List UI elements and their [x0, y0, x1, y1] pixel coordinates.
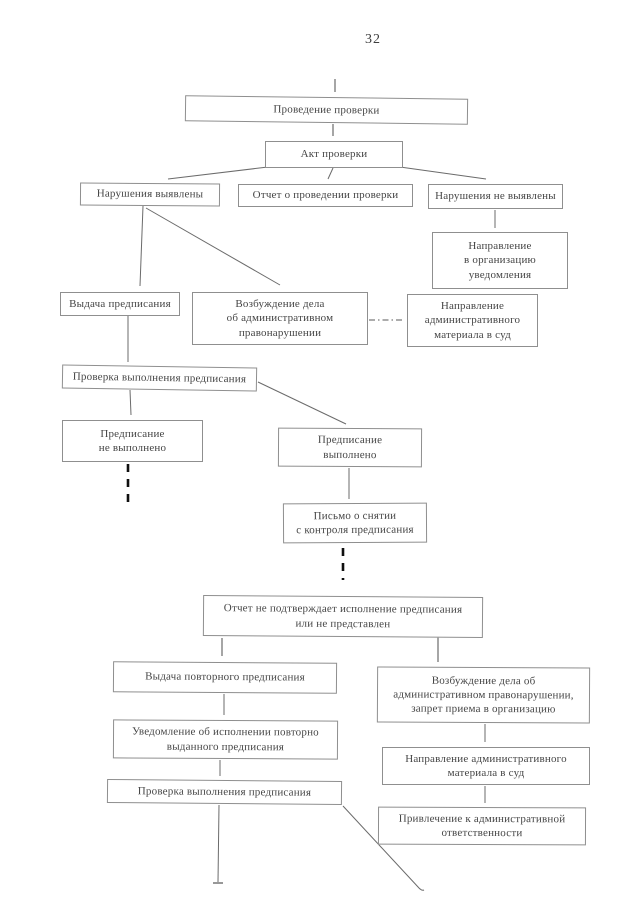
- node-narusheniya-ne-vyyavleny: Нарушения не выявлены: [428, 184, 563, 209]
- connector: [257, 381, 347, 425]
- node-predpisanie-ne-vypolneno: Предписание не выполнено: [62, 420, 203, 462]
- connector: [399, 166, 487, 180]
- node-narusheniya-vyyavleny: Нарушения выявлены: [79, 182, 221, 207]
- node-vydacha-predpisaniya: Выдача предписания: [60, 292, 180, 316]
- node-pismo-o-snyatii: Письмо о снятии с контроля предписания: [282, 502, 428, 544]
- connector: [167, 166, 269, 180]
- node-proverka-vypolneniya-2: Проверка выполнения предписания: [106, 778, 343, 806]
- node-predpisanie-vypolneno: Предписание выполнено: [277, 427, 423, 468]
- node-vozbuzhdenie-dela-zapret: Возбуждение дела об административном пра…: [376, 666, 591, 724]
- connector: [145, 207, 281, 286]
- node-akt-proverki: Акт проверки: [265, 141, 403, 168]
- connector: [217, 804, 220, 883]
- node-napravlenie-materiala-v-sud-2: Направление административного материала …: [382, 747, 590, 785]
- node-vozbuzhdenie-dela: Возбуждение дела об административном пра…: [192, 292, 368, 345]
- node-napravlenie-materiala-v-sud: Направление административного материала …: [407, 294, 538, 347]
- node-privlechenie-k-otvetstvennosti: Привлечение к административной ответстве…: [377, 806, 587, 846]
- node-otchet-o-provedenii-proverki: Отчет о проведении проверки: [238, 184, 413, 207]
- connector: [342, 805, 425, 891]
- node-otchet-ne-podtverzhdaet: Отчет не подтверждает исполнение предпис…: [202, 595, 484, 638]
- connector: [139, 205, 144, 287]
- node-proverka-vypolneniya-1: Проверка выполнения предписания: [61, 364, 258, 392]
- node-provedenie-proverki: Проведение проверки: [184, 95, 469, 125]
- node-vydacha-povtornogo: Выдача повторного предписания: [112, 661, 338, 694]
- page-number: 32: [365, 32, 381, 47]
- node-napravlenie-uvedomleniya: Направление в организацию уведомления: [432, 232, 568, 289]
- connector: [327, 167, 334, 180]
- node-uvedomlenie-ob-ispolnenii: Уведомление об исполнении повторно выдан…: [112, 719, 339, 760]
- connector: [129, 389, 132, 416]
